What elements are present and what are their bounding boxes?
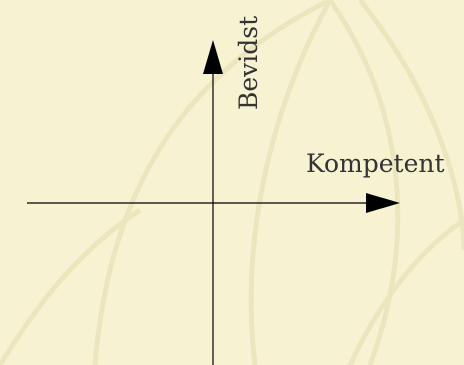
x-axis-arrowhead <box>366 193 400 213</box>
x-axis-label: Kompetent <box>306 151 445 176</box>
y-axis-label: Bevidst <box>236 16 261 110</box>
y-axis-arrowhead <box>203 40 223 74</box>
